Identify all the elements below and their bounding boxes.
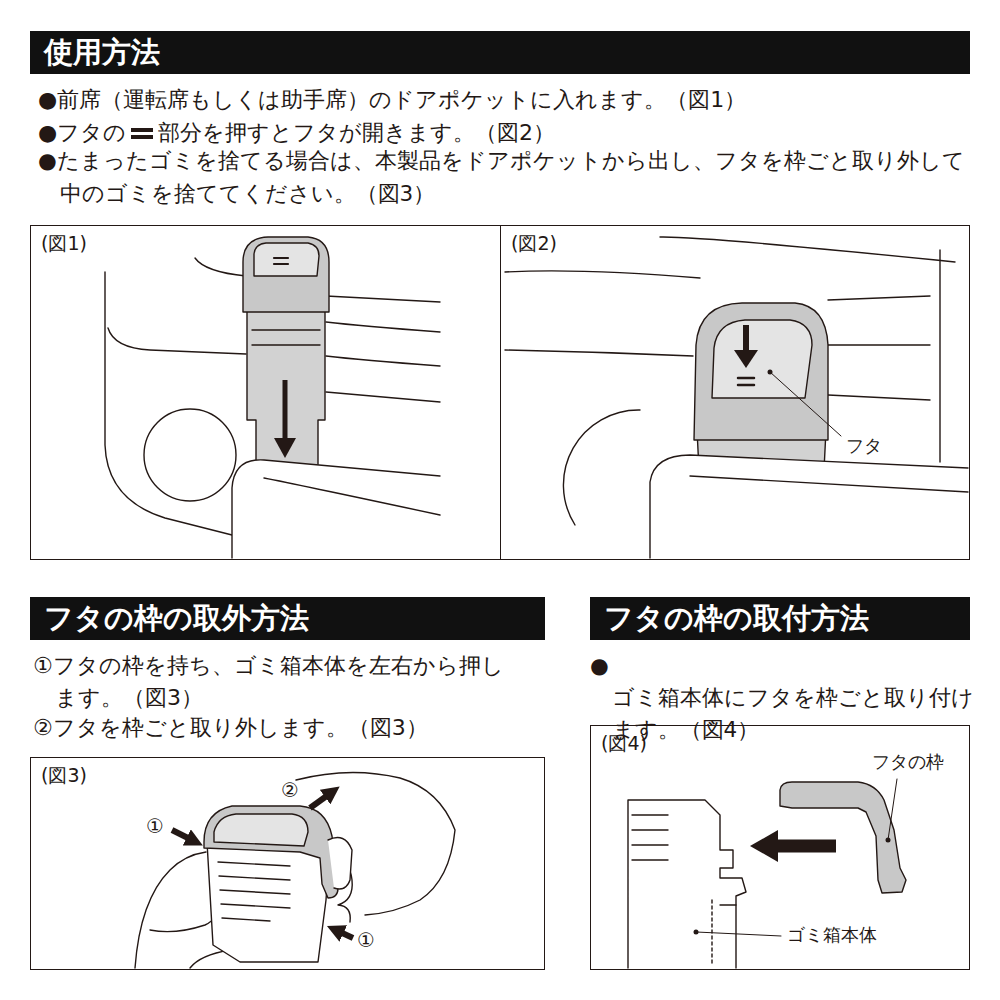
lift-arrow <box>310 795 328 808</box>
press-arrowhead <box>734 350 758 368</box>
instruction-text: ●たまったゴミを捨てる場合は、本製品をドアポケットから出し、フタを枠ごと取り外し… <box>38 144 978 210</box>
door-panel-line <box>660 237 955 262</box>
door-pocket <box>232 460 470 559</box>
left-hand-outline <box>135 852 206 968</box>
right-hand-finger <box>328 838 352 889</box>
door-panel-line <box>326 296 440 302</box>
lid-top-face <box>214 814 308 846</box>
door-panel-line <box>105 272 232 535</box>
instruction-text: 部分を押すとフタが開きます。（図2） <box>158 118 555 148</box>
section-header-band: フタの枠の取付方法 <box>590 597 970 640</box>
door-panel-line <box>828 296 930 300</box>
press-mark <box>738 378 754 385</box>
figure-frame: (図2) <box>500 225 970 560</box>
door-panel-line <box>326 392 440 402</box>
section-header-band: 使用方法 <box>30 31 970 74</box>
rib-line <box>218 862 290 921</box>
figure-2-art <box>505 237 968 559</box>
door-pocket-edge <box>264 478 440 515</box>
door-panel-line <box>108 328 246 354</box>
callout-label: フタの枠 <box>872 750 944 774</box>
step-text: ②フタを枠ごと取り外します。（図3） <box>33 713 428 743</box>
door-panel-line <box>326 322 440 332</box>
lid-frame <box>780 782 906 893</box>
section-header-band: フタの枠の取外方法 <box>30 597 545 640</box>
door-panel-line <box>326 356 440 366</box>
lid-top-face <box>712 320 812 398</box>
speaker-outline <box>563 410 640 525</box>
figure-1-art <box>105 237 470 559</box>
door-pocket <box>650 455 968 559</box>
callout-number: ① <box>357 927 375 953</box>
callout-label: ゴミ箱本体 <box>787 923 877 947</box>
callout-label: フタ <box>846 434 882 458</box>
leader-line <box>888 779 897 840</box>
trash-can-lid <box>694 303 828 440</box>
body-edge <box>720 904 736 905</box>
door-panel-line <box>195 258 246 276</box>
leader-line <box>770 372 841 436</box>
callout-number: ② <box>281 777 299 803</box>
lid-frame <box>204 806 338 898</box>
section-heading: フタの枠の取付方法 <box>604 601 869 636</box>
instruction-text: ●フタの <box>38 118 126 148</box>
door-pocket-edge <box>232 460 440 558</box>
figure-3-art <box>135 772 455 968</box>
callout-number: ① <box>146 813 164 839</box>
trash-can-lid <box>243 237 329 312</box>
door-pocket-edge <box>690 476 968 492</box>
attach-arrowhead <box>750 830 778 862</box>
step-text: ●ゴミ箱本体にフタを枠ごと取り付け ます。（図4） <box>590 650 970 746</box>
speaker-outline <box>144 409 236 501</box>
section-heading: 使用方法 <box>44 35 160 70</box>
door-panel-line <box>828 344 930 345</box>
door-pocket-edge <box>650 455 968 558</box>
rib-line <box>252 330 320 345</box>
step-text: ①フタの枠を持ち、ゴミ箱本体を左右から押し ます。（図3） <box>33 650 545 714</box>
figure-frame: (図1) <box>30 225 501 560</box>
push-arrow <box>340 932 353 938</box>
attach-arrow <box>776 840 836 853</box>
insert-arrow <box>283 380 288 440</box>
door-panel-line <box>828 395 930 400</box>
trash-can-body <box>247 305 325 470</box>
press-mark <box>274 258 288 264</box>
leader-line <box>696 932 781 936</box>
figure-number: (図2) <box>511 232 557 255</box>
figure-number: (図1) <box>41 232 87 255</box>
press-arrow <box>743 325 749 352</box>
lid-top-face <box>254 243 319 276</box>
push-arrow <box>172 830 190 839</box>
instruction-text: ●前席（運転席もしくは助手席）のドアポケットに入れます。（図1） <box>38 85 746 115</box>
press-mark-bar <box>131 135 153 139</box>
figure-number: (図3) <box>41 764 87 787</box>
trash-can-body <box>628 800 746 968</box>
trash-can-body <box>207 842 330 962</box>
figure-4-art <box>628 779 906 968</box>
door-panel-line <box>505 271 700 278</box>
insert-arrowhead <box>274 438 296 458</box>
press-mark-bar <box>131 128 153 132</box>
rib-line <box>632 815 668 860</box>
door-panel-line <box>939 250 940 462</box>
press-mark-icon <box>126 123 158 143</box>
door-panel-line <box>505 350 693 356</box>
section-heading: フタの枠の取外方法 <box>44 601 309 636</box>
